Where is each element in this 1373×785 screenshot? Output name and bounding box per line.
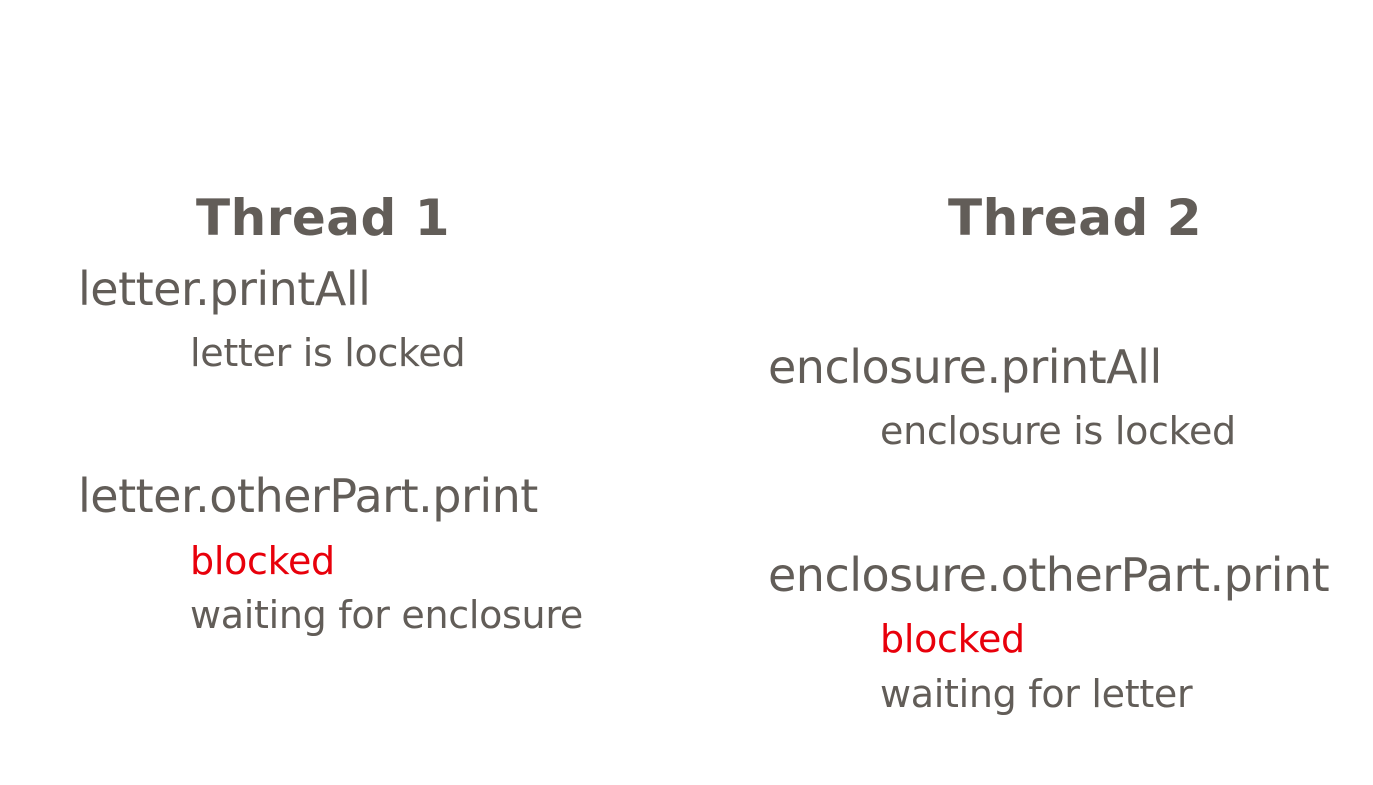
thread-2-step-1-note: enclosure is locked (880, 409, 1236, 453)
thread-2-heading: Thread 2 (948, 189, 1202, 247)
thread-1-heading: Thread 1 (196, 189, 450, 247)
thread-2-step-2-note: waiting for letter (880, 672, 1193, 716)
thread-1-step-1-note: letter is locked (190, 331, 466, 375)
thread-2-step-2-status: blocked (880, 617, 1025, 661)
thread-1-step-1-call: letter.printAll (78, 262, 371, 316)
thread-2-step-1-call: enclosure.printAll (768, 340, 1162, 394)
thread-1-step-2-note: waiting for enclosure (190, 593, 583, 637)
thread-1-step-2-status: blocked (190, 539, 335, 583)
thread-2-step-2-call: enclosure.otherPart.print (768, 548, 1330, 602)
thread-1-step-2-call: letter.otherPart.print (78, 469, 538, 523)
